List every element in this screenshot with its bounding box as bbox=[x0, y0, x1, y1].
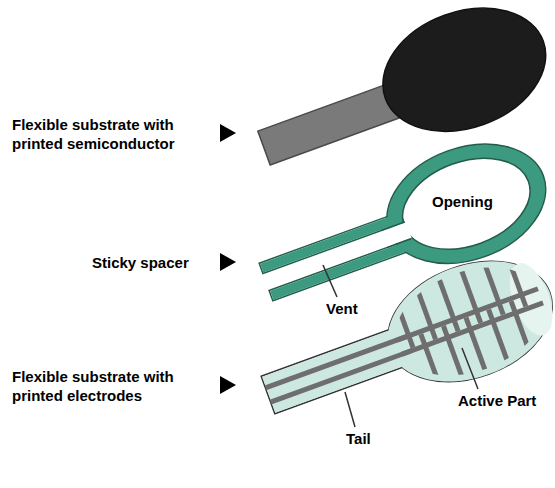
electrode-layer bbox=[249, 240, 555, 448]
pointer-triangle bbox=[220, 124, 236, 142]
spacer-strip-fill bbox=[270, 240, 412, 299]
electrode-tail bbox=[262, 322, 425, 412]
electrode-head-outline bbox=[371, 240, 555, 403]
comb-finger bbox=[419, 333, 443, 388]
spacer-strip bbox=[259, 212, 404, 274]
comb-finger bbox=[509, 300, 533, 355]
part-label: Vent bbox=[326, 299, 358, 318]
vent-edge bbox=[381, 222, 404, 231]
vent-edge bbox=[387, 239, 410, 248]
leader-line bbox=[323, 265, 337, 297]
semiconductor-layer bbox=[242, 0, 555, 198]
comb-finger bbox=[486, 309, 510, 364]
comb-finger bbox=[441, 325, 465, 380]
comb-finger bbox=[504, 252, 528, 307]
pointer-triangle bbox=[220, 376, 236, 394]
interdigitated-electrodes bbox=[382, 247, 555, 396]
part-label: Opening bbox=[432, 192, 493, 211]
leader-line bbox=[345, 392, 355, 427]
vent-gap bbox=[382, 222, 412, 246]
comb-finger bbox=[436, 277, 460, 332]
layer-label: Flexible substrate with printed electrod… bbox=[12, 367, 212, 405]
comb-finger bbox=[481, 260, 505, 315]
spacer-strip-fill bbox=[260, 213, 402, 272]
comb-finger bbox=[459, 268, 483, 323]
spacer-ring bbox=[370, 123, 555, 284]
semiconductor-head bbox=[366, 0, 555, 153]
layer-label: Sticky spacer bbox=[92, 253, 189, 272]
comb-finger bbox=[464, 317, 488, 372]
electrode-tail-outline bbox=[261, 321, 425, 413]
part-label: Tail bbox=[346, 429, 371, 448]
comb-finger bbox=[391, 293, 415, 348]
part-label: Active Part bbox=[458, 391, 536, 410]
electrode-head bbox=[371, 240, 555, 403]
layer-label: Flexible substrate with printed semicond… bbox=[12, 115, 212, 153]
comb-finger bbox=[414, 285, 438, 340]
electrode-trace bbox=[270, 348, 413, 404]
leader-line bbox=[462, 348, 478, 389]
pointer-triangle bbox=[220, 253, 236, 271]
spacer-strip bbox=[269, 239, 414, 301]
